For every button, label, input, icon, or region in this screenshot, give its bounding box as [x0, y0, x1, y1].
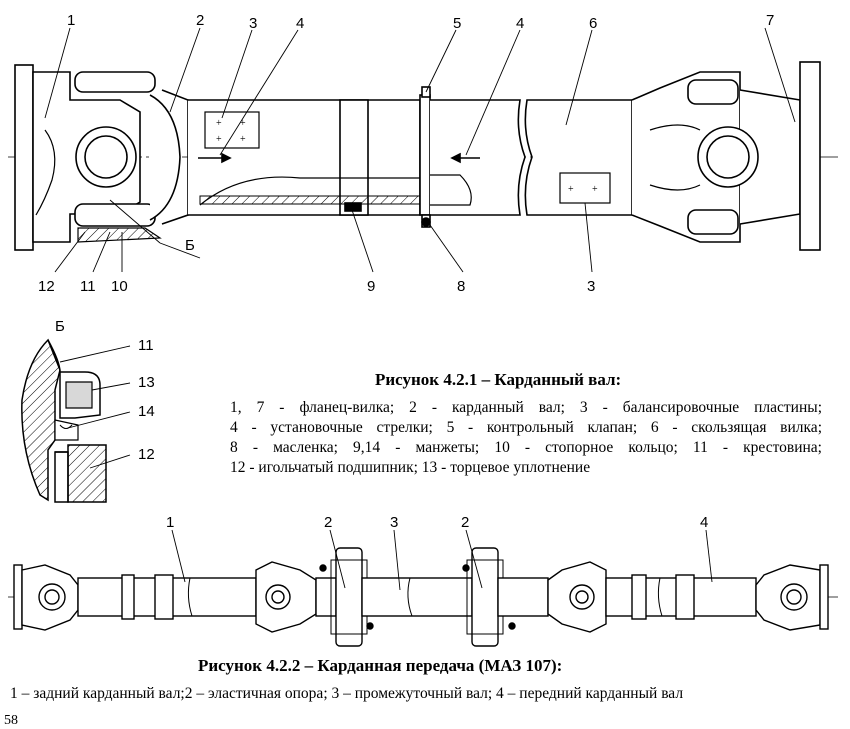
detail-callout-11: 11 — [138, 337, 154, 354]
sliding-yoke-tube: + + — [344, 86, 633, 228]
figure1-desc-line: 12 - игольчатый подшипник; 13 - торцевое… — [230, 459, 591, 476]
fig2-callout-2-right: 2 — [461, 514, 469, 531]
callout-9: 9 — [367, 278, 375, 295]
callout-3-bottom: 3 — [587, 278, 595, 295]
svg-text:+: + — [592, 184, 598, 195]
figure1-caption: Рисунок 4.2.1 – Карданный вал: — [375, 370, 622, 389]
svg-text:+: + — [216, 134, 222, 145]
callout-7: 7 — [766, 12, 774, 29]
callout-6: 6 — [589, 15, 597, 32]
fig2-callout-3: 3 — [390, 514, 398, 531]
detail-callout-12: 12 — [138, 446, 155, 463]
cardan-shaft-drawing: + + + + + + — [8, 27, 842, 273]
callout-2: 2 — [196, 12, 204, 29]
callout-3-top: 3 — [249, 15, 257, 32]
figure1-desc-line: 4 - установочные стрелки; 5 - контрольны… — [230, 419, 822, 436]
callout-B: Б — [185, 237, 195, 254]
callout-1: 1 — [67, 12, 75, 29]
callout-12: 12 — [38, 278, 55, 295]
leader-lines-fig1 — [44, 27, 796, 273]
svg-text:+: + — [568, 184, 574, 195]
cardan-transmission-drawing — [8, 529, 842, 647]
fig2-callout-2-left: 2 — [324, 514, 332, 531]
left-flange-yoke — [14, 64, 162, 251]
fig2-callout-1: 1 — [166, 514, 174, 531]
shaft-tube: + + + + — [188, 99, 421, 216]
right-flange-yoke — [631, 61, 821, 251]
figure2-description: 1 – задний карданный вал;2 – эластичная … — [10, 685, 684, 702]
svg-text:+: + — [240, 134, 246, 145]
figure2-caption: Рисунок 4.2.2 – Карданная передача (МАЗ … — [198, 656, 563, 675]
figure1-desc-line: 1, 7 - фланец-вилка; 2 - карданный вал; … — [230, 399, 822, 416]
svg-text:+: + — [240, 118, 246, 129]
page-number: 58 — [4, 713, 18, 728]
callout-5: 5 — [453, 15, 461, 32]
callout-4-left: 4 — [296, 15, 304, 32]
callout-8: 8 — [457, 278, 465, 295]
callout-11: 11 — [80, 278, 96, 295]
callout-4-right: 4 — [516, 15, 524, 32]
svg-text:+: + — [216, 118, 222, 129]
detail-callout-14: 14 — [138, 403, 155, 420]
callout-10: 10 — [111, 278, 128, 295]
detail-view-b — [21, 338, 131, 503]
detail-callout-13: 13 — [138, 374, 155, 391]
figure1-description: 1, 7 - фланец-вилка; 2 - карданный вал; … — [230, 398, 822, 478]
fig2-callout-4: 4 — [700, 514, 708, 531]
detail-letter: Б — [55, 318, 65, 335]
figure1-desc-line: 8 - масленка; 9,14 - манжеты; 10 - стопо… — [230, 439, 822, 456]
